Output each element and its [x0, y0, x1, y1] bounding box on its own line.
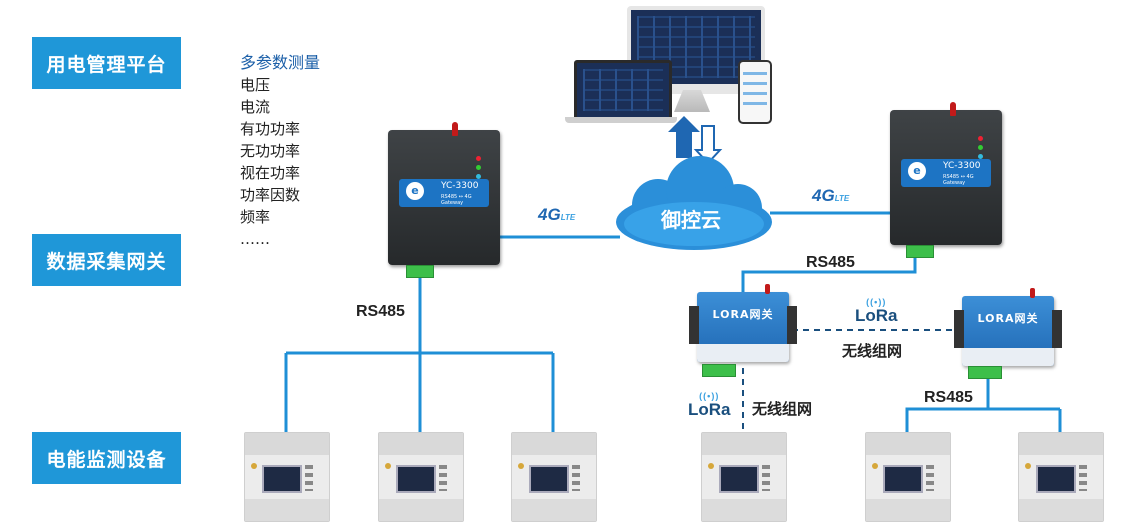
rs485-label-left: RS485 — [356, 303, 405, 320]
lte-label-text: 4G — [538, 205, 561, 224]
terminal-block — [702, 364, 736, 377]
gateway-subtitle: RS485 ↔ 4G Gateway — [441, 194, 472, 206]
laptop-base — [565, 117, 677, 123]
energy-meter-3 — [511, 432, 597, 522]
terminal-block — [968, 366, 1002, 379]
led-net — [978, 154, 983, 159]
lte-suffix: LTE — [560, 213, 576, 222]
lte-label-text: 4G — [812, 186, 835, 205]
parameter-item: 有功功率 — [240, 120, 301, 138]
lora-gateway-2: LORA网关 — [954, 288, 1062, 366]
meter-display — [262, 465, 302, 493]
energy-meter-6 — [1018, 432, 1104, 522]
led-run — [978, 145, 983, 150]
rs485-bus-right — [741, 252, 917, 296]
meter-display — [883, 465, 923, 493]
meter-display — [396, 465, 436, 493]
led-pwr — [978, 136, 983, 141]
rs485-label-right: RS485 — [806, 254, 855, 271]
led-net — [476, 174, 481, 179]
antenna-icon — [950, 102, 956, 116]
monitor-stand — [674, 90, 710, 112]
parameter-list: 多参数测量 电压 电流 有功功率 无功功率 视在功率 功率因数 频率 …… — [240, 52, 320, 250]
laptop-icon — [574, 60, 672, 120]
gateway-subtitle: RS485 ↔ 4G Gateway — [943, 174, 974, 186]
gateway-bottom-panel — [962, 348, 1054, 366]
rs485-label-lora: RS485 — [924, 389, 973, 406]
gateway-model: YC-3300 — [441, 181, 479, 191]
wireless-network-label-bottom: 无线组网 — [752, 401, 813, 418]
gateway-bottom-panel — [697, 344, 789, 362]
parameter-item: 无功功率 — [240, 142, 301, 160]
energy-meter-1 — [244, 432, 330, 522]
gateway-model: YC-3300 — [943, 161, 981, 171]
wireless-waves-icon: ((•)) — [699, 391, 720, 401]
lora-gateway-1: LORA网关 — [689, 284, 797, 362]
led-pwr — [476, 156, 481, 161]
parameter-item: 电流 — [240, 98, 271, 116]
cloud-label: 御控云 — [661, 210, 721, 232]
antenna-icon — [1030, 288, 1035, 298]
energy-meter-5 — [865, 432, 951, 522]
mount-ear — [787, 306, 797, 344]
parameter-item: …… — [240, 230, 270, 248]
lte-label-right: 4GLTE — [812, 186, 849, 206]
meter-display — [719, 465, 759, 493]
layer-label-platform: 用电管理平台 — [32, 37, 181, 89]
phone-icon — [738, 60, 772, 124]
lte-label-left: 4GLTE — [538, 205, 575, 225]
wifi-logo-icon: e — [908, 162, 926, 180]
terminal-block — [906, 245, 934, 258]
meter-display — [1036, 465, 1076, 493]
parameter-item: 电压 — [240, 76, 271, 94]
wireless-network-label-top: 无线组网 — [842, 343, 903, 360]
mount-ear — [689, 306, 699, 344]
lora-gateway-label: LORA网关 — [712, 308, 774, 321]
parameter-list-title: 多参数测量 — [240, 53, 321, 72]
antenna-icon — [765, 284, 770, 294]
mount-ear — [1052, 310, 1062, 348]
lora-gateway-label: LORA网关 — [977, 312, 1039, 325]
antenna-icon — [452, 122, 458, 136]
gateway-4g-right: YC-3300 RS485 ↔ 4G Gateway e — [890, 102, 1002, 245]
terminal-block — [406, 265, 434, 278]
cloud-icon — [616, 156, 772, 250]
mount-ear — [954, 310, 964, 348]
lora-label-top: ((•))LoRa — [855, 298, 898, 326]
gateway-4g-left: YC-3300 RS485 ↔ 4G Gateway e — [388, 122, 500, 265]
meter-display — [529, 465, 569, 493]
led-run — [476, 165, 481, 170]
parameter-item: 功率因数 — [240, 186, 301, 204]
lora-label-text: LoRa — [688, 400, 731, 419]
layer-label-devices: 电能监测设备 — [32, 432, 181, 484]
sync-arrows-icon — [668, 116, 723, 165]
layer-label-gateway: 数据采集网关 — [32, 234, 181, 286]
wireless-waves-icon: ((•)) — [866, 297, 887, 307]
energy-meter-4 — [701, 432, 787, 522]
lora-label-text: LoRa — [855, 306, 898, 325]
wifi-logo-icon: e — [406, 182, 424, 200]
lte-suffix: LTE — [834, 194, 850, 203]
parameter-item: 频率 — [240, 208, 271, 226]
parameter-item: 视在功率 — [240, 164, 301, 182]
energy-meter-2 — [378, 432, 464, 522]
lora-label-bottom: ((•))LoRa — [688, 392, 731, 420]
rs485-bus-lora — [905, 376, 990, 432]
